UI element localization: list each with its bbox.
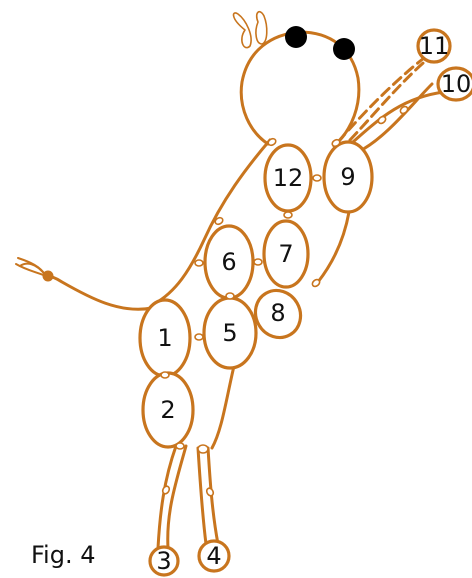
segment-3: 3	[150, 547, 178, 575]
svg-text:2: 2	[160, 396, 175, 424]
joint	[205, 487, 214, 497]
segment-10: 10	[438, 68, 472, 100]
joint	[195, 260, 203, 266]
joint	[226, 293, 234, 299]
segment-5: 5	[204, 298, 256, 368]
joint	[161, 372, 169, 378]
svg-text:10: 10	[441, 70, 472, 98]
svg-text:7: 7	[278, 240, 293, 268]
svg-text:11: 11	[419, 32, 450, 60]
joint	[198, 445, 208, 453]
eye-icon	[333, 38, 355, 60]
joint	[254, 259, 262, 265]
svg-text:5: 5	[222, 319, 237, 347]
segment-1: 1	[140, 300, 190, 376]
segment-9: 9	[324, 142, 372, 212]
segment-12: 12	[265, 145, 311, 211]
svg-text:3: 3	[156, 547, 171, 575]
figure-caption: Fig. 4	[31, 541, 96, 569]
svg-text:9: 9	[340, 163, 355, 191]
leg-outline	[198, 448, 206, 544]
tail-tip-icon	[43, 271, 54, 282]
joint	[284, 212, 292, 218]
joint	[176, 443, 184, 449]
front-lower-outline	[212, 366, 234, 448]
ear-icon	[256, 12, 267, 44]
joint	[267, 137, 277, 146]
segment-4: 4	[199, 541, 229, 571]
segment-11: 11	[418, 30, 450, 62]
joint	[161, 485, 170, 495]
tail-outline	[46, 276, 152, 309]
segment-6: 6	[205, 226, 253, 298]
segment-7: 7	[264, 221, 308, 287]
arm-outline	[358, 84, 432, 152]
joint	[313, 175, 321, 181]
joint	[195, 334, 203, 340]
svg-text:12: 12	[273, 164, 304, 192]
svg-text:1: 1	[157, 324, 172, 352]
front-outline	[318, 212, 349, 282]
svg-text:8: 8	[270, 299, 285, 327]
svg-text:6: 6	[221, 248, 236, 276]
svg-text:4: 4	[206, 542, 221, 570]
eye-icon	[285, 26, 307, 48]
arm-outline	[346, 92, 444, 148]
segment-2: 2	[143, 373, 193, 447]
ear-icon	[234, 13, 252, 48]
